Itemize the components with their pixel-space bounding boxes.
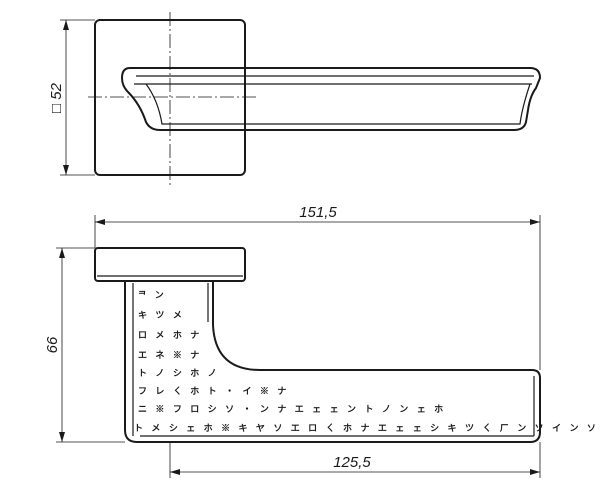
hatch-row-5: ト ノ シ ホ ノ xyxy=(138,368,218,379)
lever-top-outline xyxy=(121,67,541,131)
rose-plate-side xyxy=(94,247,246,282)
lever-hatch: ᄏ ン キ ツ メ ロ メ ホ ナ エ ネ ※ ナ ト ノ シ ホ ノ フ レ … xyxy=(134,290,600,434)
dim-height: 66 xyxy=(44,336,61,353)
lever-top-bevel xyxy=(145,83,531,125)
hatch-row-7: ニ ※ フ ロ シ ソ ・ ン ナ エ ェ ェ ン ト ノ ン ェ ホ xyxy=(138,404,445,415)
top-view: □ 52 xyxy=(48,12,541,185)
hatch-row-1: ᄏ ン xyxy=(138,290,165,301)
dim-125-arrow-left xyxy=(170,469,180,475)
hatch-row-2: キ ツ メ xyxy=(138,310,183,321)
dim-66-arrow-bottom xyxy=(59,432,65,442)
hatch-row-6: フ レ ㄑ ホ ト ・ イ ※ ナ xyxy=(138,386,288,397)
dim-lever-length: 125,5 xyxy=(333,454,371,471)
dim-52-arrow-bottom xyxy=(63,165,69,175)
side-view: ᄏ ン キ ツ メ ロ メ ホ ナ エ ネ ※ ナ ト ノ シ ホ ノ フ レ … xyxy=(44,204,600,478)
dim-151-arrow-left xyxy=(95,219,105,225)
dim-125-arrow-right xyxy=(530,469,540,475)
dim-66-arrow-top xyxy=(59,248,65,258)
hatch-row-3: ロ メ ホ ナ xyxy=(138,330,201,341)
dim-52-arrow-top xyxy=(63,20,69,30)
dim-rose-square: □ 52 xyxy=(48,82,65,113)
dim-overall-length: 151,5 xyxy=(299,204,337,221)
hatch-row-4: エ ネ ※ ナ xyxy=(138,350,201,361)
hatch-row-8: ト メ シ ェ ホ ※ キ ヤ ソ エ ロ ㄑ ホ ナ エ ェ ェ シ キ ツ … xyxy=(134,423,600,434)
dim-151-arrow-right xyxy=(530,219,540,225)
lever-side-outline xyxy=(124,281,541,443)
